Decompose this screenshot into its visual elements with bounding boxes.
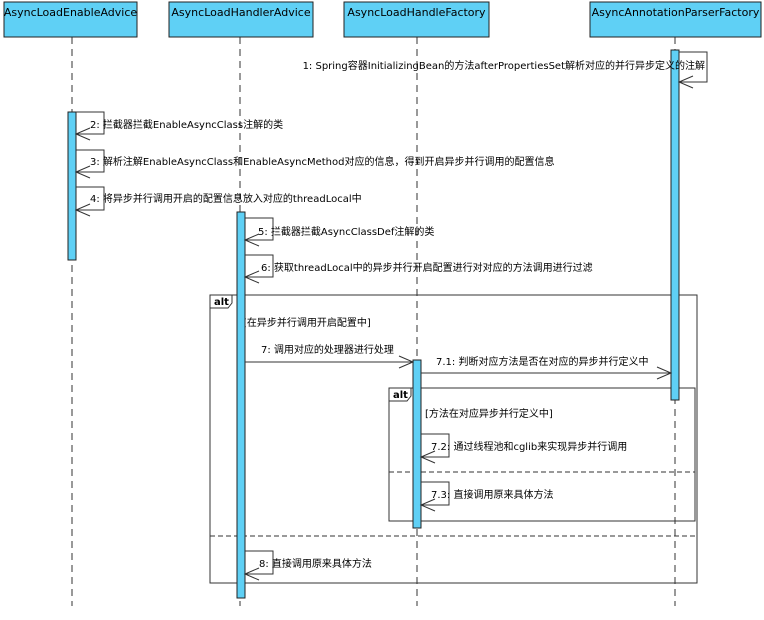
message-label: 8: 直接调用原来具体方法 (259, 557, 372, 570)
arrowhead-icon (74, 165, 91, 179)
message: 5: 拦截器拦截AsyncClassDef注解的类 (243, 217, 434, 247)
message: 8: 直接调用原来具体方法 (243, 550, 372, 581)
participant-box (3, 1, 138, 38)
message-label: 7.1: 判断对应方法是否在对应的异步并行定义中 (436, 355, 648, 368)
message-label: 4: 将异步并行调用开启的配置信息放入对应的threadLocal中 (90, 192, 362, 205)
message: 7.1: 判断对应方法是否在对应的异步并行定义中 (421, 355, 673, 380)
activation-bar (67, 111, 77, 261)
message-arrow (76, 111, 105, 135)
message-arrow (245, 217, 274, 241)
message: 7.3: 直接调用原来具体方法 (419, 481, 553, 512)
message-label: 7: 调用对应的处理器进行处理 (261, 343, 394, 356)
arrowhead-icon (74, 203, 91, 217)
message-arrow (245, 550, 274, 575)
message-arrow (421, 481, 450, 506)
message-arrow (421, 433, 450, 458)
alt-fragment: alt [方法在对应异步并行定义中] (388, 387, 696, 522)
arrowhead-icon (74, 127, 91, 141)
message-arrow (76, 186, 105, 211)
activation-bar (236, 211, 246, 599)
participant-box (589, 1, 762, 38)
message: 6: 获取threadLocal中的异步并行开启配置进行对对应的方法调用进行过滤 (243, 254, 593, 284)
message-label: 5: 拦截器拦截AsyncClassDef注解的类 (258, 225, 434, 238)
arrowhead-icon (419, 450, 436, 464)
participant-name: AsyncLoadHandleFactory (347, 6, 486, 19)
message-arrow (76, 149, 105, 173)
fragment-tab (388, 387, 412, 402)
message: 7.2: 通过线程池和cglib来实现异步并行调用 (419, 433, 627, 464)
arrowhead-icon (419, 498, 436, 512)
fragment-tab (209, 294, 233, 309)
participant-name: AsyncLoadHandlerAdvice (171, 6, 310, 19)
message-label: 2: 拦截器拦截EnableAsyncClass注解的类 (90, 118, 283, 131)
activation-bar (412, 359, 422, 529)
message-label: 7.3: 直接调用原来具体方法 (431, 488, 553, 501)
activation-bar (670, 49, 680, 401)
fragment-guard: [方法在对应异步并行定义中] (425, 407, 553, 420)
participant[interactable]: AsyncAnnotationParserFactory (589, 1, 762, 38)
arrowhead-icon (656, 366, 673, 380)
message: 3: 解析注解EnableAsyncClass和EnableAsyncMetho… (74, 149, 554, 179)
alt-fragment: alt [在异步并行调用开启配置中] (209, 294, 698, 584)
participant-box (343, 1, 490, 38)
fragment-guard: [在异步并行调用开启配置中] (243, 316, 371, 329)
arrowhead-icon (398, 355, 415, 369)
message-label: 3: 解析注解EnableAsyncClass和EnableAsyncMetho… (90, 155, 554, 168)
message: 1: Spring容器InitializingBean的方法afterPrope… (303, 51, 708, 89)
fragment-frame (388, 387, 696, 522)
message-label: 6: 获取threadLocal中的异步并行开启配置进行对对应的方法调用进行过滤 (261, 261, 593, 274)
participant[interactable]: AsyncLoadEnableAdvice (3, 1, 138, 38)
message: 2: 拦截器拦截EnableAsyncClass注解的类 (74, 111, 283, 141)
message-arrow (679, 51, 708, 83)
participant-name: AsyncLoadEnableAdvice (4, 6, 138, 19)
fragment-frame (209, 294, 698, 584)
participant-name: AsyncAnnotationParserFactory (592, 6, 760, 19)
message: 4: 将异步并行调用开启的配置信息放入对应的threadLocal中 (74, 186, 362, 217)
arrowhead-icon (243, 567, 260, 581)
message-label: 7.2: 通过线程池和cglib来实现异步并行调用 (431, 440, 627, 453)
participant-box (168, 1, 314, 38)
participant[interactable]: AsyncLoadHandlerAdvice (168, 1, 314, 38)
message: 7: 调用对应的处理器进行处理 (245, 343, 415, 369)
arrowhead-icon (243, 233, 260, 247)
message-arrow (245, 254, 274, 278)
arrowhead-icon (677, 75, 694, 89)
message-label: 1: Spring容器InitializingBean的方法afterPrope… (303, 59, 705, 72)
fragment-operator: alt (214, 297, 229, 308)
arrowhead-icon (243, 270, 260, 284)
fragment-operator: alt (393, 390, 408, 401)
participant[interactable]: AsyncLoadHandleFactory (343, 1, 490, 38)
